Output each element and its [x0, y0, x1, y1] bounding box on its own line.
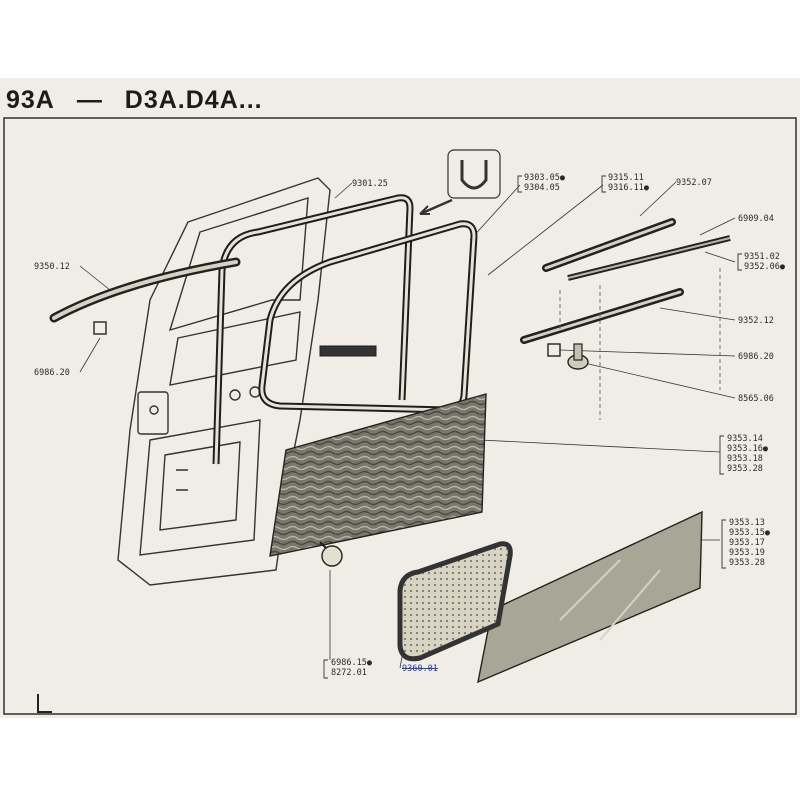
label-group-upper-panel: 9353.14 9353.16● 9353.18 9353.28 [727, 434, 768, 474]
label-glass-run-channel: 9301.25 [352, 179, 388, 189]
label-weatherstrip-left: 9350.12 [34, 262, 70, 272]
label-lower-panel-4: 9353.19 [729, 548, 765, 558]
label-group-lower-panel: 9353.13 9353.15● 9353.17 9353.19 9353.28 [729, 518, 770, 568]
plate-number: 93A [6, 86, 55, 114]
label-knob: 8565.06 [738, 394, 774, 404]
label-lower-panel-5: 9353.28 [729, 558, 765, 568]
label-window-frame-a: 9315.11 [608, 173, 644, 183]
label-bracket-a: 9351.02 [744, 252, 780, 262]
label-group-button: 6986.15● 8272.01 [331, 658, 372, 678]
leader-lines [79, 181, 736, 669]
label-lower-panel-2: 9353.15● [729, 528, 770, 538]
label-group-window-frame: 9315.11 9316.11● [608, 173, 649, 193]
knob-part [567, 343, 589, 370]
corner-mark [37, 694, 52, 713]
window-frame [258, 220, 478, 414]
weatherstrip-left [49, 257, 241, 323]
label-lower-strip: 9352.12 [738, 316, 774, 326]
label-upper-panel-4: 9353.28 [727, 464, 763, 474]
label-upper-panel-1: 9353.14 [727, 434, 763, 444]
clip-left-part [93, 321, 107, 335]
label-group-clip: 9303.05● 9304.05 [524, 173, 565, 193]
label-button-b: 8272.01 [331, 668, 367, 678]
label-window-frame-b: 9316.11● [608, 183, 649, 193]
label-clip-b: 9304.05 [524, 183, 560, 193]
heading-dash: — [76, 86, 103, 114]
label-seal-frame: 9360.01 [402, 664, 438, 674]
dashed-guides [559, 268, 721, 420]
button-part [319, 541, 343, 567]
label-group-bracket: 9351.02 9352.06● [744, 252, 785, 272]
label-upper-strip: 9352.07 [676, 178, 712, 188]
label-button-a: 6986.15● [331, 658, 372, 668]
label-clip-right: 6986.20 [738, 352, 774, 362]
label-upper-panel-2: 9353.16● [727, 444, 768, 454]
clip-detail [419, 149, 501, 216]
drawing-border [3, 117, 797, 715]
model-codes: D3A.D4A... [124, 86, 263, 114]
clip-right-part [547, 343, 561, 357]
label-clip-left: 6986.20 [34, 368, 70, 378]
label-lower-panel-1: 9353.13 [729, 518, 765, 528]
label-outer-bar: 6909.04 [738, 214, 774, 224]
label-lower-panel-3: 9353.17 [729, 538, 765, 548]
upper-trim-panel [269, 393, 487, 557]
label-brackets [323, 175, 742, 679]
lower-trim-panel [477, 510, 703, 684]
seal-frame [397, 541, 513, 662]
label-clip-a: 9303.05● [524, 173, 565, 183]
page-heading: 93A — D3A.D4A... [6, 86, 277, 115]
label-upper-panel-3: 9353.18 [727, 454, 763, 464]
label-bracket-b: 9352.06● [744, 262, 785, 272]
